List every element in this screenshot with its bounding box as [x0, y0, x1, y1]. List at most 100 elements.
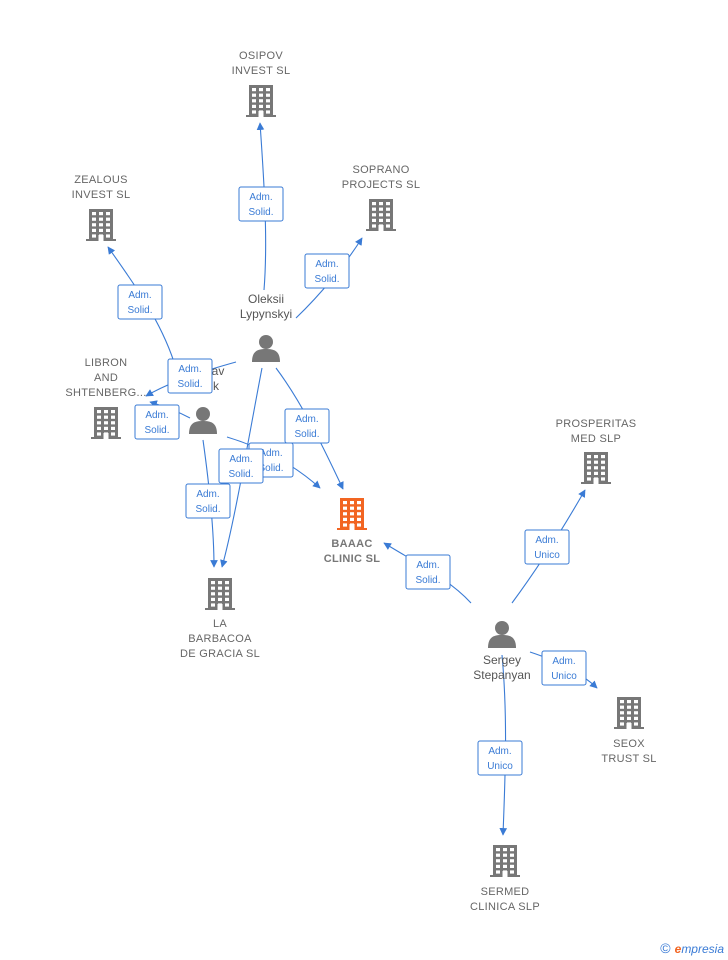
- node-stanislav[interactable]: avk: [189, 364, 224, 434]
- badges-layer: Adm. Solid. Adm. Solid. Adm. Solid. Adm. Solid.…: [117, 186, 587, 776]
- building-window: [379, 202, 383, 206]
- building-window: [634, 711, 638, 715]
- building-window: [225, 603, 229, 607]
- building-window: [225, 586, 229, 590]
- role-badge-text: Solid.: [248, 207, 273, 218]
- building-icon: [246, 85, 276, 117]
- building-window: [379, 218, 383, 222]
- building-window: [92, 217, 96, 221]
- building-window: [601, 460, 605, 464]
- role-badge-oleksii-osipov[interactable]: Adm.Solid.: [238, 186, 284, 222]
- building-window: [510, 870, 514, 874]
- node-label-stanislav: k: [213, 379, 220, 393]
- building-window: [627, 700, 631, 704]
- building-window: [252, 110, 256, 114]
- copyright-icon: ©: [660, 940, 671, 956]
- building-window: [259, 88, 263, 92]
- building-window: [343, 523, 347, 527]
- node-label-sermed: CLINICA SLP: [470, 901, 540, 913]
- building-window: [211, 603, 215, 607]
- building-window: [99, 223, 103, 227]
- node-label-libron: AND: [94, 372, 118, 384]
- role-badge-stanislav-barbacoa[interactable]: Adm.Solid.: [185, 483, 231, 519]
- building-window: [620, 716, 624, 720]
- role-badge-box: [524, 529, 570, 565]
- role-badge-text: Adm.: [178, 364, 201, 375]
- building-window: [634, 700, 638, 704]
- role-badge-text: Adm.: [128, 290, 151, 301]
- role-badge-text: Solid.: [195, 504, 220, 515]
- building-window: [211, 586, 215, 590]
- building-door: [98, 235, 104, 241]
- building-window: [211, 592, 215, 596]
- building-window: [587, 466, 591, 470]
- building-window: [350, 517, 354, 521]
- person-head: [196, 407, 210, 421]
- person-body: [488, 635, 516, 648]
- role-badge-oleksii-baaac[interactable]: Adm.Solid.: [284, 408, 330, 444]
- role-badge-stanislav-libron[interactable]: Adm.Solid.: [134, 404, 180, 440]
- role-badge-box: [541, 650, 587, 686]
- empresia-brand[interactable]: ©empresia: [660, 940, 724, 956]
- building-door: [258, 111, 264, 117]
- building-window: [211, 597, 215, 601]
- building-window: [357, 512, 361, 516]
- building-window: [634, 716, 638, 720]
- building-window: [503, 859, 507, 863]
- role-badge-text: Unico: [487, 761, 513, 772]
- building-window: [99, 217, 103, 221]
- building-window: [92, 212, 96, 216]
- role-badge-box: [238, 186, 284, 222]
- building-window: [97, 426, 101, 430]
- building-window: [266, 99, 270, 103]
- building-window: [97, 432, 101, 436]
- role-badge-text: Adm.: [416, 560, 439, 571]
- building-window: [104, 421, 108, 425]
- person-icon: [189, 407, 217, 434]
- role-badge-oleksii-libron[interactable]: Adm.Solid.: [167, 358, 213, 394]
- person-body: [189, 421, 217, 434]
- edges-layer: [107, 122, 598, 836]
- building-window: [587, 455, 591, 459]
- building-window: [259, 104, 263, 108]
- building-window: [386, 213, 390, 217]
- building-window: [634, 722, 638, 726]
- role-badge-oleksii-soprano[interactable]: Adm.Solid.: [304, 253, 350, 289]
- node-label-sergey: Sergey: [483, 653, 521, 667]
- role-badge-text: Solid.: [127, 305, 152, 316]
- role-badge-sergey-seox[interactable]: Adm.Unico: [541, 650, 587, 686]
- building-window: [620, 722, 624, 726]
- role-badge-sergey-baaac[interactable]: Adm.Solid.: [405, 554, 451, 590]
- role-badge-text: Adm.: [552, 656, 575, 667]
- role-badge-stanislav-zealous[interactable]: Adm. Solid.: [117, 284, 163, 320]
- node-libron[interactable]: LIBRONANDSHTENBERG...: [65, 357, 146, 439]
- building-window: [350, 501, 354, 505]
- building-window: [106, 212, 110, 216]
- role-badge-oleksii-barbacoa[interactable]: Adm.Solid.: [218, 448, 264, 484]
- building-window: [97, 410, 101, 414]
- building-window: [357, 517, 361, 521]
- role-badge-sergey-prosperitas[interactable]: Adm.Unico: [524, 529, 570, 565]
- building-window: [350, 512, 354, 516]
- node-label-seox: SEOX: [613, 738, 645, 750]
- building-window: [386, 224, 390, 228]
- building-window: [594, 455, 598, 459]
- building-icon: [490, 845, 520, 877]
- building-window: [386, 207, 390, 211]
- building-window: [620, 705, 624, 709]
- role-badge-sergey-sermed[interactable]: Adm.Unico: [477, 740, 523, 776]
- node-label-barbacoa: LA: [213, 618, 227, 630]
- role-badge-text: Solid.: [228, 469, 253, 480]
- building-window: [218, 592, 222, 596]
- role-badge-text: Solid.: [144, 425, 169, 436]
